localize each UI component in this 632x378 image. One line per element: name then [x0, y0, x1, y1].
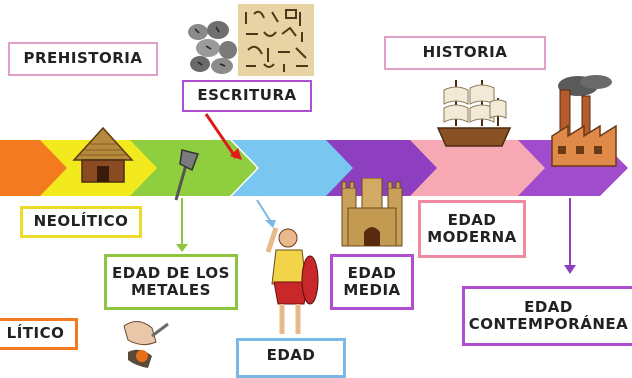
- label-paleolitico-partial: LÍTICO: [0, 318, 78, 350]
- factory-icon: [551, 75, 617, 167]
- arrow-segment-moderna: [410, 140, 547, 196]
- hut-icon: [72, 126, 134, 183]
- castle-icon: [341, 178, 403, 247]
- escritura-pointer-head: [230, 148, 242, 160]
- label-edad-moderna: EDAD MODERNA: [418, 200, 526, 258]
- label-edad-contemporanea: EDAD CONTEMPORÁNEA: [462, 286, 632, 346]
- connector-contemporanea-head: [564, 265, 576, 274]
- escritura-pointer: [204, 113, 238, 159]
- label-edad-metales: EDAD DE LOS METALES: [104, 254, 238, 310]
- label-prehistoria: PREHISTORIA: [8, 42, 158, 76]
- connector-antigua-head: [265, 220, 276, 228]
- label-escritura: ESCRITURA: [182, 80, 312, 112]
- label-historia: HISTORIA: [384, 36, 546, 70]
- connector-antigua: [256, 199, 272, 223]
- label-neolitico: NEOLÍTICO: [20, 206, 142, 238]
- hieroglyphs-icon: [238, 4, 314, 76]
- stones-icon: [188, 21, 237, 74]
- arrow-segment-antigua: [232, 140, 355, 196]
- ship-icon: [436, 80, 512, 147]
- connector-metales-head: [176, 244, 188, 252]
- label-edad-media: EDAD MEDIA: [330, 254, 414, 310]
- metal-smith-icon: [123, 321, 169, 368]
- label-edad-antigua-partial: EDAD: [236, 338, 346, 378]
- axe-icon: [174, 149, 199, 201]
- timeline-arrows: [0, 113, 628, 274]
- roman-figure-icon: [265, 227, 319, 334]
